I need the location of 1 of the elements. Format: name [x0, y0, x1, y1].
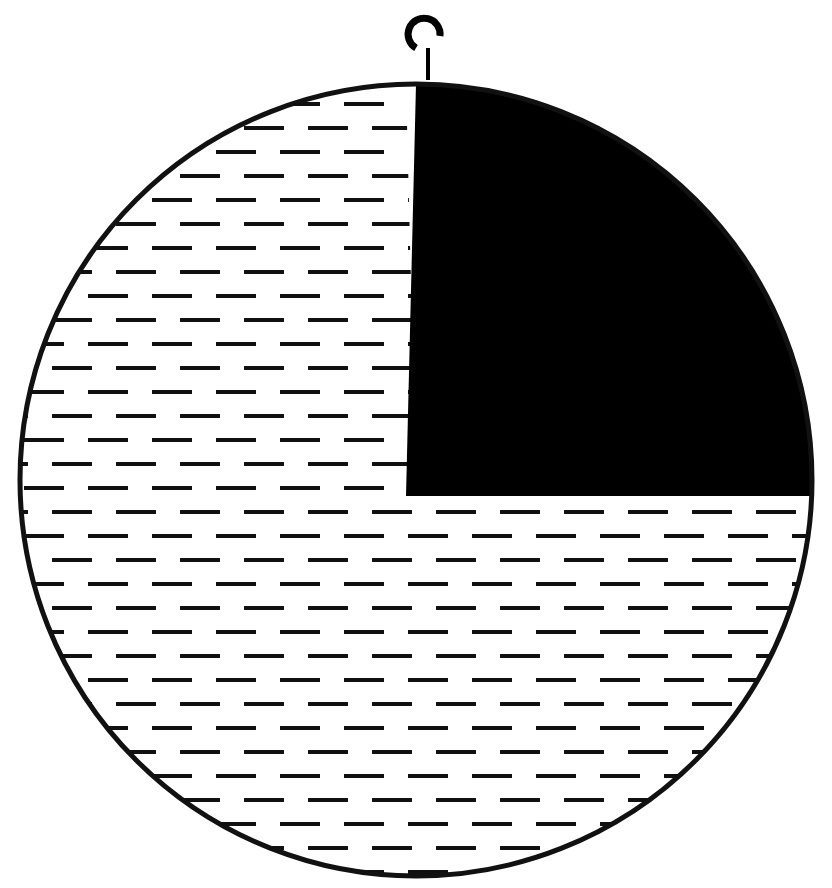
pie-disc-drawing	[17, 14, 815, 879]
